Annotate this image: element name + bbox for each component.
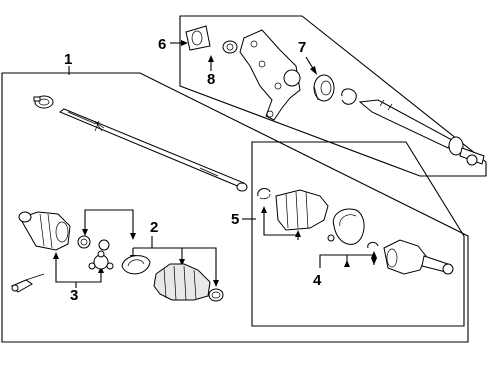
cv-boot	[153, 263, 211, 301]
intermediate-shaft	[358, 99, 485, 166]
seal-8	[222, 40, 238, 54]
main-assembly-frame	[1, 72, 469, 343]
boot-band-large	[327, 208, 365, 245]
callout-8: 8	[207, 55, 215, 88]
callout-label: 1	[64, 51, 72, 68]
boot-clamp-band	[121, 255, 151, 275]
bearing-7	[313, 74, 335, 102]
hose-clamp	[11, 273, 45, 293]
callout-label: 4	[313, 272, 322, 289]
clamp-ring-top-left	[33, 95, 54, 109]
callout-4: 4	[313, 272, 322, 289]
inner-joint-frame	[251, 141, 465, 327]
upper-subassembly-frame	[179, 15, 487, 177]
bearing-bracket	[239, 29, 301, 121]
callout-label: 8	[207, 71, 215, 88]
callout-label: 7	[298, 39, 306, 56]
callout-6: 6	[158, 36, 188, 53]
callout-label: 2	[150, 219, 158, 236]
callout-label: 5	[231, 211, 239, 228]
snap-ring-small	[367, 241, 379, 249]
boot-clamp-small	[208, 288, 224, 302]
callout-2: 2	[150, 219, 158, 236]
callout-label: 3	[70, 287, 78, 304]
small-ring-left	[77, 235, 91, 249]
ring-right-bracket	[98, 239, 110, 251]
tripod-spider	[88, 250, 114, 270]
snap-ring-5	[257, 188, 271, 200]
inner-cv-housing	[275, 189, 329, 231]
callout-7: 7	[298, 39, 317, 75]
callout-1: 1	[64, 51, 72, 75]
callout-3: 3	[70, 287, 78, 304]
circlip-upper	[341, 88, 357, 105]
drive-shaft	[59, 108, 248, 192]
dust-seal-6	[185, 25, 211, 51]
callout-5: 5	[231, 211, 256, 228]
callout-label: 6	[158, 36, 166, 53]
outer-cv-joint	[18, 211, 71, 251]
leader-bracket-4	[261, 206, 377, 268]
inner-joint-shaft-end	[383, 239, 454, 275]
